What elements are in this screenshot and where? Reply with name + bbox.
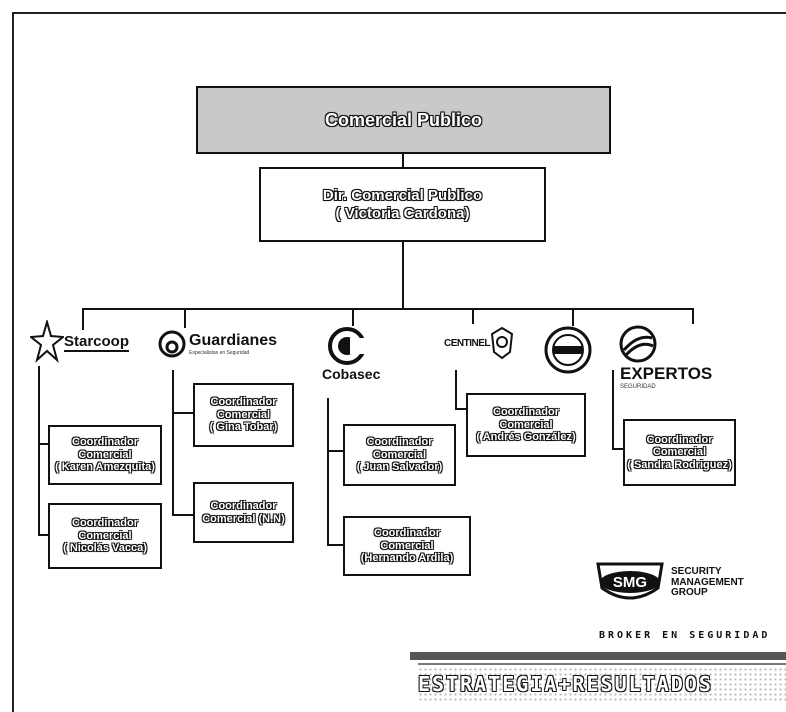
- director-box: Dir. Comercial Publico ( Victoria Cardon…: [259, 167, 546, 242]
- expertos-tagline: SEGURIDAD: [620, 384, 656, 390]
- guardianes-tagline: Especialistas en Seguridad: [189, 350, 250, 356]
- coordinator-box-guardianes-2: Coordinador Comercial (N.N): [193, 482, 294, 543]
- coordinator-role: Coordinador: [366, 436, 433, 449]
- coordinator-role: Coordinador: [210, 499, 277, 512]
- starcoop-name: Starcoop: [64, 332, 130, 352]
- coordinator-area: Comercial (N.N): [202, 512, 285, 525]
- guardianes-name: Guardianes: [189, 332, 278, 349]
- cobasec-stub-2: [327, 544, 343, 546]
- footer-bar: [410, 652, 786, 660]
- drop-starcoop: [82, 308, 84, 330]
- coordinator-name: ( Sandra Rodriguez): [627, 458, 732, 471]
- coordinator-role: Coordinador: [493, 406, 559, 419]
- smg-logo: SMG SECURITY MANAGEMENT GROUP: [592, 558, 744, 608]
- director-title: Dir. Comercial Publico: [322, 187, 483, 205]
- coordinator-role: Coordinador: [646, 433, 713, 446]
- coordinator-area: Comercial: [78, 529, 132, 542]
- starcoop-vertical: [38, 366, 40, 536]
- coordinator-area: Comercial: [372, 448, 427, 461]
- smg-line2: MANAGEMENT: [671, 576, 744, 588]
- coordinator-box-expertos-1: Coordinador Comercial ( Sandra Rodriguez…: [623, 419, 736, 486]
- coordinator-role: Coordinador: [210, 396, 277, 409]
- footer-motto: ESTRATEGIA+RESULTADOS: [418, 672, 713, 696]
- drop-insignia: [572, 308, 574, 326]
- coordinator-name: (Hernando Ardila): [360, 552, 454, 565]
- smg-line3: GROUP: [671, 587, 708, 599]
- coordinator-box-centinel-1: Coordinador Comercial ( Andrés González): [466, 393, 586, 457]
- drop-expertos: [692, 308, 694, 324]
- coordinator-box-cobasec-1: Coordinador Comercial ( Juan Salvador): [343, 424, 456, 486]
- coordinator-name: ( Nicolás Vacca): [63, 542, 147, 555]
- guardianes-logo: Guardianes Especialistas en Seguridad: [158, 330, 277, 358]
- smg-line1: SECURITY: [671, 566, 722, 578]
- guardianes-stub-2: [172, 514, 194, 516]
- expertos-name: EXPERTOS: [620, 364, 713, 383]
- connector-director-down: [402, 242, 404, 310]
- cobasec-logo: Cobasec: [322, 326, 380, 382]
- coordinator-area: Comercial: [652, 446, 707, 459]
- starcoop-stub-1: [38, 443, 48, 445]
- guardianes-vertical: [172, 370, 174, 516]
- coordinator-area: Comercial: [499, 418, 553, 431]
- starcoop-stub-2: [38, 534, 48, 536]
- cobasec-stub-1: [327, 450, 343, 452]
- coordinator-name: ( Andrés González): [476, 431, 576, 444]
- coordinator-name: ( Karen Amezquita): [55, 461, 155, 474]
- cobasec-vertical: [327, 398, 329, 546]
- guardianes-stub-1: [172, 412, 194, 414]
- cobasec-emblem-icon: [328, 327, 372, 365]
- coordinator-box-starcoop-2: Coordinador Comercial ( Nicolás Vacca): [48, 503, 162, 569]
- globe-icon: [619, 325, 657, 363]
- centinel-name: CENTINEL: [444, 337, 491, 349]
- star-icon: [30, 320, 64, 363]
- shield-icon: [490, 326, 514, 360]
- drop-centinel: [472, 308, 474, 324]
- starcoop-logo: Starcoop: [30, 320, 130, 364]
- coordinator-role: Coordinador Comercial: [374, 527, 440, 552]
- spiral-icon: [158, 330, 186, 358]
- director-name: ( Victoria Cardona): [335, 204, 470, 222]
- connector-top: [402, 154, 404, 167]
- coordinator-box-guardianes-1: Coordinador Comercial ( Gina Tobar): [193, 383, 294, 447]
- coordinator-name: ( Gina Tobar): [209, 421, 278, 434]
- coordinator-area: Comercial: [78, 448, 132, 461]
- top-title-box: Comercial Publico: [196, 86, 611, 154]
- centinel-logo: CENTINEL: [444, 326, 514, 360]
- expertos-stub: [612, 448, 624, 450]
- footer-divider: [418, 663, 786, 665]
- coordinator-area: Comercial: [216, 408, 271, 421]
- coordinator-role: Coordinador: [72, 436, 138, 449]
- outer-frame: [12, 12, 786, 712]
- drop-guardianes: [184, 308, 186, 328]
- smg-shield-icon: SMG: [596, 562, 664, 600]
- coordinator-name: ( Juan Salvador): [356, 461, 443, 474]
- coordinator-box-cobasec-2: Coordinador Comercial (Hernando Ardila): [343, 516, 471, 576]
- centinel-stub: [455, 408, 467, 410]
- coordinator-box-starcoop-1: Coordinador Comercial ( Karen Amezquita): [48, 425, 162, 485]
- smg-badge-text: SMG: [613, 574, 647, 591]
- drop-cobasec: [352, 308, 354, 326]
- top-title: Comercial Publico: [324, 109, 483, 130]
- expertos-vertical: [612, 370, 614, 450]
- cobasec-name: Cobasec: [322, 366, 381, 382]
- seal-icon: [544, 326, 592, 374]
- coordinator-role: Coordinador: [72, 517, 138, 530]
- expertos-logo: EXPERTOS SEGURIDAD: [618, 324, 712, 390]
- footer-pattern: [418, 667, 786, 701]
- smg-tagline: BROKER EN SEGURIDAD: [599, 630, 771, 641]
- horizontal-branch: [82, 308, 694, 310]
- centinel-vertical: [455, 370, 457, 410]
